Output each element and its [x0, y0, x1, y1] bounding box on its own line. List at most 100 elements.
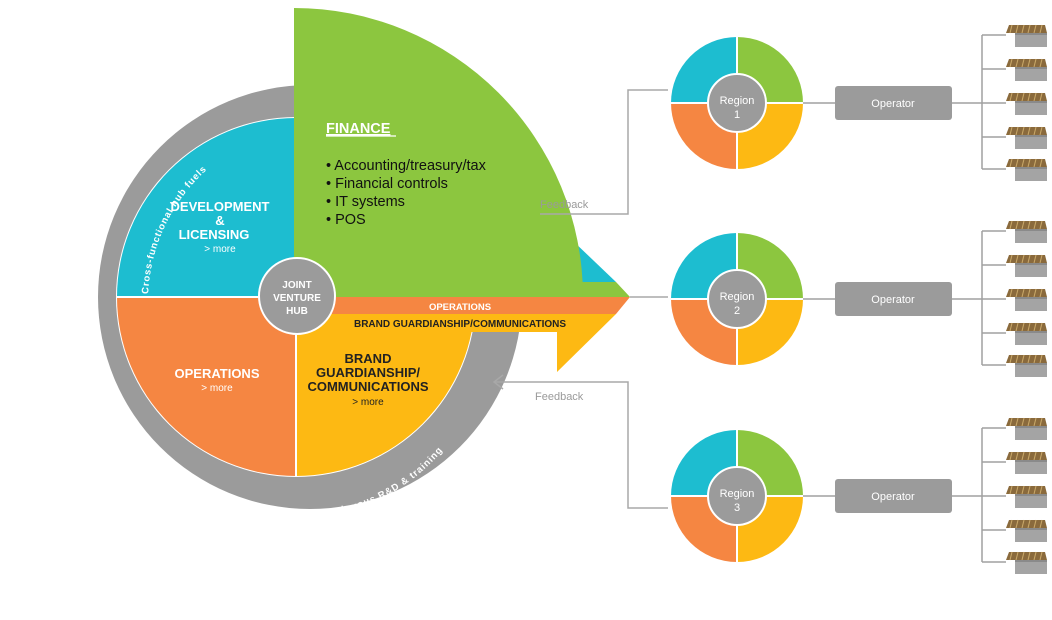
- store-icon[interactable]: [1006, 24, 1047, 47]
- store-roof-stripe: [1033, 126, 1037, 136]
- arrow-band-yellow: [296, 314, 616, 372]
- quadrant-development[interactable]: [117, 118, 296, 297]
- store-roof-stripe: [1021, 58, 1025, 68]
- development-title-line2: &: [215, 213, 224, 228]
- store-roof-stripe: [1027, 551, 1031, 561]
- store-icon[interactable]: [1006, 354, 1047, 377]
- store-icon[interactable]: [1006, 58, 1047, 81]
- region-number: 3: [734, 502, 740, 514]
- store-shadow: [1015, 528, 1047, 530]
- store-roof-stripe: [1015, 92, 1019, 102]
- store-roof-stripe: [1015, 551, 1019, 561]
- store-shadow: [1015, 33, 1047, 35]
- store-icon[interactable]: [1006, 126, 1047, 149]
- operator-label: Operator: [871, 491, 915, 503]
- finance-panel[interactable]: FINANCE • Accounting/treasury/tax • Fina…: [294, 8, 583, 297]
- store-roof-stripe: [1009, 551, 1013, 561]
- operator-box-3[interactable]: Operator: [835, 479, 952, 513]
- operator-box-bg: [835, 86, 952, 120]
- store-roof-stripe: [1039, 288, 1043, 298]
- store-icon[interactable]: [1006, 451, 1047, 474]
- store-shadow: [1015, 426, 1047, 428]
- joint-venture-hub[interactable]: JOINT VENTURE HUB: [258, 257, 336, 335]
- operator-box-1[interactable]: Operator: [835, 86, 952, 120]
- store-roof-stripe: [1039, 158, 1043, 168]
- store-body: [1015, 363, 1047, 377]
- store-icon[interactable]: [1006, 220, 1047, 243]
- store-roof-stripe: [1027, 126, 1031, 136]
- store-roof-stripe: [1009, 288, 1013, 298]
- store-roof-stripe: [1027, 92, 1031, 102]
- region-3[interactable]: Region 3: [671, 430, 803, 562]
- operator-box-bg: [835, 282, 952, 316]
- store-shadow: [1015, 263, 1047, 265]
- development-more-link[interactable]: > more: [204, 244, 236, 255]
- region-label: Region: [720, 488, 755, 500]
- store-icon[interactable]: [1006, 551, 1047, 574]
- store-roof-stripe: [1021, 126, 1025, 136]
- store-roof-stripe: [1033, 417, 1037, 427]
- store-body: [1015, 528, 1047, 542]
- operator-box-2[interactable]: Operator: [835, 282, 952, 316]
- store-icon[interactable]: [1006, 322, 1047, 345]
- regions-layer: Region1OperatorRegion2OperatorRegion3Ope…: [671, 24, 1047, 574]
- store-roof-stripe: [1021, 354, 1025, 364]
- store-body: [1015, 33, 1047, 47]
- store-roof-stripe: [1021, 551, 1025, 561]
- store-icon[interactable]: [1006, 485, 1047, 508]
- store-icon[interactable]: [1006, 417, 1047, 440]
- store-roof-stripe: [1015, 322, 1019, 332]
- store-roof-stripe: [1021, 519, 1025, 529]
- hub-circle[interactable]: [258, 257, 336, 335]
- store-roof-stripe: [1009, 322, 1013, 332]
- store-roof-stripe: [1009, 24, 1013, 34]
- brand-more-link[interactable]: > more: [352, 397, 384, 408]
- store-roof-stripe: [1039, 417, 1043, 427]
- store-icon[interactable]: [1006, 254, 1047, 277]
- store-roof-stripe: [1027, 288, 1031, 298]
- store-icon[interactable]: [1006, 158, 1047, 181]
- store-body: [1015, 167, 1047, 181]
- finance-wedge[interactable]: [294, 8, 583, 297]
- store-roof-stripe: [1039, 58, 1043, 68]
- store-body: [1015, 560, 1047, 574]
- store-roof-stripe: [1039, 451, 1043, 461]
- operations-more-link[interactable]: > more: [201, 383, 233, 394]
- store-body: [1015, 135, 1047, 149]
- arrow-band-orange: [296, 297, 630, 314]
- store-roof-stripe: [1027, 58, 1031, 68]
- store-roof-stripe: [1021, 254, 1025, 264]
- store-shadow: [1015, 167, 1047, 169]
- store-roof-stripe: [1033, 451, 1037, 461]
- store-roof-stripe: [1033, 220, 1037, 230]
- store-shadow: [1015, 363, 1047, 365]
- store-roof-stripe: [1039, 254, 1043, 264]
- feedback-arrowhead: [492, 374, 504, 390]
- store-body: [1015, 263, 1047, 277]
- store-roof-stripe: [1033, 92, 1037, 102]
- store-roof-stripe: [1033, 24, 1037, 34]
- feedback-line-bottom: [494, 381, 668, 509]
- store-roof-stripe: [1015, 158, 1019, 168]
- store-roof-stripe: [1021, 322, 1025, 332]
- store-roof-stripe: [1015, 354, 1019, 364]
- store-icon[interactable]: [1006, 288, 1047, 311]
- store-roof-stripe: [1015, 451, 1019, 461]
- store-roof-stripe: [1009, 451, 1013, 461]
- quadrant-brand[interactable]: [296, 297, 475, 476]
- store-body: [1015, 460, 1047, 474]
- store-roof-stripe: [1027, 519, 1031, 529]
- quadrant-operations[interactable]: [117, 297, 296, 476]
- store-roof-stripe: [1015, 220, 1019, 230]
- store-icon[interactable]: [1006, 92, 1047, 115]
- store-roof-stripe: [1027, 322, 1031, 332]
- store-icon[interactable]: [1006, 519, 1047, 542]
- region-center: [707, 73, 767, 133]
- store-roof-stripe: [1021, 451, 1025, 461]
- store-roof-stripe: [1009, 220, 1013, 230]
- store-roof-stripe: [1009, 519, 1013, 529]
- arrow-operations-label: OPERATIONS: [429, 302, 491, 313]
- store-roof-stripe: [1027, 158, 1031, 168]
